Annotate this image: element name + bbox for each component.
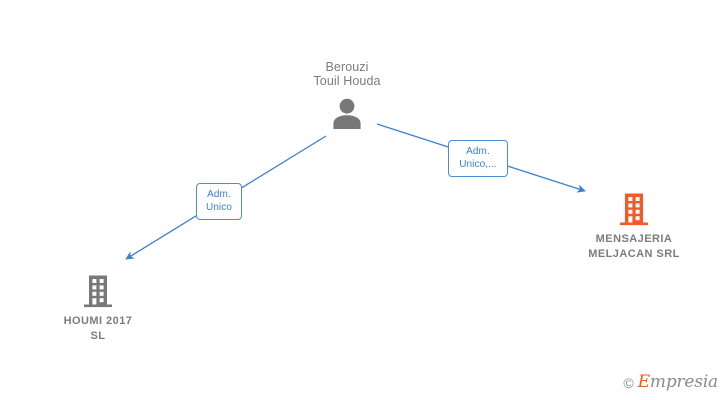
person-avatar-icon [330, 95, 364, 129]
empresia-watermark: © Empresia [623, 374, 718, 391]
node-company-label: HOUMI 2017 SL [63, 315, 133, 342]
node-company-houmi-2017-sl[interactable]: HOUMI 2017 SL [8, 274, 188, 344]
node-person-berouzi-touil-houda[interactable]: Berouzi Touil Houda [257, 60, 437, 129]
brand-rest: mpresia [649, 372, 718, 392]
node-company-label: MENSAJERIA MELJACAN SRL [588, 233, 680, 260]
edge-label-person-to-mensajeria[interactable]: Adm. Unico,... [448, 140, 508, 177]
node-company-mensajeria-meljacan-srl[interactable]: MENSAJERIA MELJACAN SRL [544, 192, 724, 262]
building-icon [619, 192, 649, 226]
edge-label-person-to-houmi[interactable]: Adm. Unico [196, 183, 242, 220]
node-person-label: Berouzi Touil Houda [313, 60, 381, 88]
building-icon [83, 274, 113, 308]
copyright-icon: © [623, 374, 634, 391]
brand-wordmark: Empresia [637, 372, 719, 392]
brand-initial: E [637, 372, 650, 392]
